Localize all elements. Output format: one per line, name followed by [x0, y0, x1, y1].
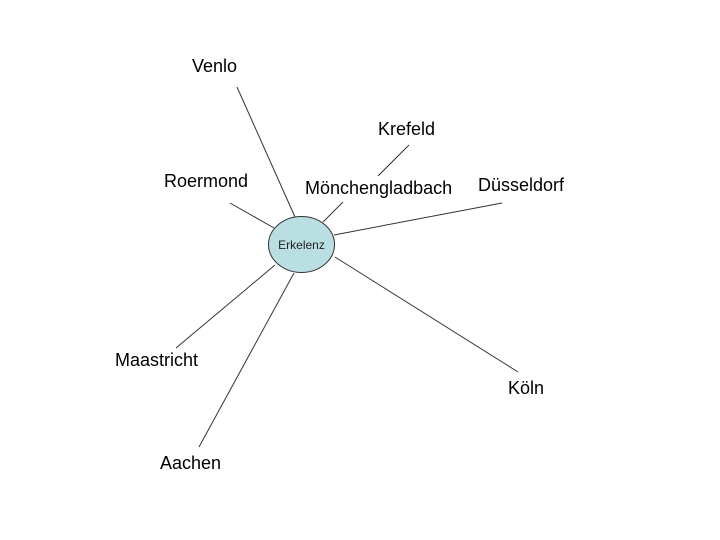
city-label-duesseldorf: Düsseldorf	[478, 175, 565, 195]
center-node-shape	[268, 216, 335, 273]
line-duesseldorf	[333, 202, 503, 236]
city-label-roermond: Roermond	[164, 171, 249, 191]
city-label-aachen: Aachen	[160, 453, 222, 473]
line-venlo	[236, 86, 296, 218]
center-node-label: Erkelenz	[278, 237, 325, 252]
city-label-koeln: Köln	[508, 378, 545, 398]
line-roermond	[229, 202, 275, 229]
line-moenchengladbach	[322, 201, 344, 223]
city-label-krefeld: Krefeld	[378, 119, 436, 139]
city-label-venlo: Venlo	[192, 56, 238, 76]
line-aachen	[198, 272, 295, 448]
city-label-maastricht: Maastricht	[115, 350, 199, 370]
line-maastricht	[175, 264, 276, 349]
city-label-moenchengladbach: Mönchengladbach	[305, 178, 453, 198]
line-krefeld	[377, 144, 410, 177]
line-koeln	[334, 256, 519, 373]
